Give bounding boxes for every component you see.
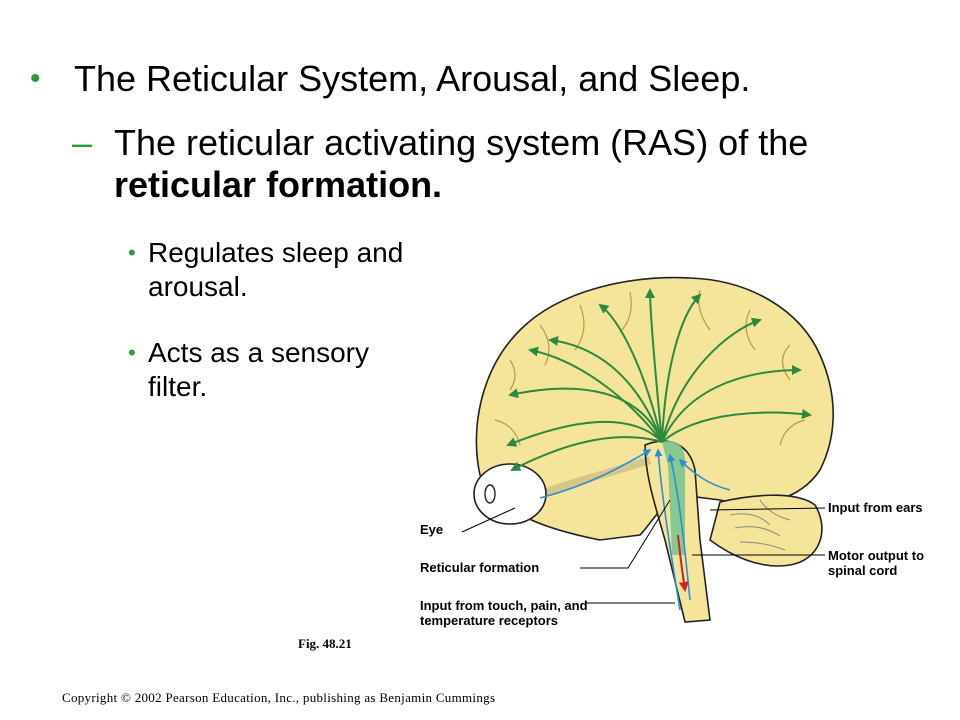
label-motor-output: Motor output to spinal cord <box>828 548 925 578</box>
label-input-touch: Input from touch, pain, and temperature … <box>420 598 588 628</box>
point-bullet: • <box>128 240 136 265</box>
projection-arrows <box>506 288 812 471</box>
subheading-bold: reticular formation. <box>114 164 443 205</box>
reticular-formation-band <box>662 440 685 555</box>
slide-heading: The Reticular System, Arousal, and Sleep… <box>74 58 751 99</box>
brain-diagram <box>461 276 834 623</box>
eye-shape <box>473 463 547 525</box>
cerebellum-shape <box>709 494 823 567</box>
subheading-prefix: The reticular activating system (RAS) of… <box>114 122 809 163</box>
optic-nerve <box>544 456 652 496</box>
label-reticular-formation: Reticular formation <box>420 560 540 575</box>
point-text: Regulates sleep and arousal. <box>148 237 404 302</box>
heading-bullet: • <box>30 62 41 95</box>
label-eye: Eye <box>420 522 444 537</box>
label-input-ears: Input from ears <box>828 500 923 515</box>
gyri-folds <box>494 289 806 446</box>
leader-lines <box>461 499 826 604</box>
subheading-dash: – <box>72 122 93 163</box>
point-text: Acts as a sensory filter. <box>148 337 369 402</box>
copyright-footer: Copyright © 2002 Pearson Education, Inc.… <box>62 690 496 705</box>
cerebellum-folds <box>729 499 791 551</box>
figure-label: Fig. 48.21 <box>298 636 352 651</box>
point-bullet: • <box>128 340 136 365</box>
eye-pupil <box>484 484 496 504</box>
subheading-text: The reticular activating system (RAS) of… <box>114 122 894 206</box>
motor-output-arrow <box>677 534 689 592</box>
